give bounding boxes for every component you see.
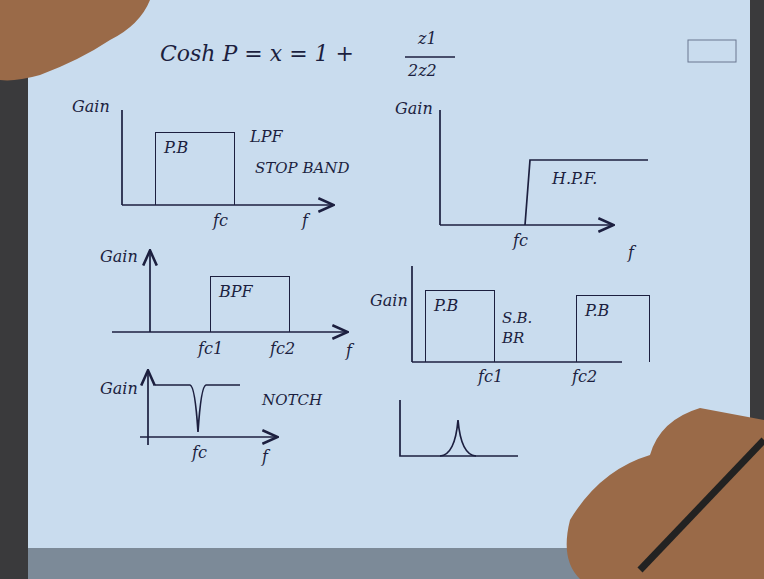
handwritten-label: Gain: [100, 248, 138, 266]
handwritten-label: H.P.F.: [552, 170, 597, 188]
pass-band-box: P.B: [155, 132, 235, 205]
handwritten-label: f: [346, 342, 352, 360]
axis: [147, 372, 149, 445]
handwritten-label: f: [302, 212, 308, 230]
handwritten-label: Gain: [72, 98, 110, 116]
hand: [567, 408, 764, 579]
axis: [140, 436, 276, 438]
axis: [400, 400, 518, 456]
handwritten-label: S.B.: [502, 310, 532, 327]
handwritten-label: STOP BAND: [255, 160, 349, 177]
handwritten-label: Gain: [370, 292, 408, 310]
handwritten-label: fc: [192, 444, 207, 462]
pen: [640, 440, 764, 570]
handwritten-label: 2z2: [408, 62, 437, 80]
handwritten-label: fc2: [270, 340, 295, 358]
pass-band-box: BPF: [210, 276, 290, 332]
handwritten-label: Gain: [100, 380, 138, 398]
hpf-response: [525, 160, 648, 225]
axis: [149, 252, 151, 332]
stamp-box: [688, 40, 736, 62]
band-label: BPF: [211, 277, 289, 307]
handwritten-label: fc2: [572, 368, 597, 386]
axis: [411, 266, 413, 362]
band-label: P.B: [156, 133, 234, 163]
handwritten-label: fc1: [198, 340, 223, 358]
notch-response: [155, 385, 240, 432]
handwritten-label: z1: [418, 30, 437, 48]
band-label: P.B: [426, 291, 494, 321]
handwritten-label: fc1: [478, 368, 503, 386]
axis: [112, 331, 346, 333]
handwritten-label: Cosh P = x = 1 +: [160, 42, 354, 66]
handwritten-label: BR: [502, 330, 524, 347]
handwritten-label: f: [628, 244, 634, 262]
band-label: P.B: [577, 296, 649, 326]
handwritten-label: Gain: [395, 100, 433, 118]
axis: [121, 110, 123, 205]
fraction-bar: [405, 56, 455, 58]
hand: [0, 0, 150, 80]
axis: [440, 224, 612, 226]
axis: [439, 110, 441, 225]
pass-band-box: P.B: [425, 290, 495, 362]
axis: [122, 204, 332, 206]
handwritten-label: fc: [513, 232, 528, 250]
handwritten-label: f: [262, 448, 268, 466]
handwritten-label: LPF: [250, 128, 283, 146]
peak-response: [440, 420, 476, 456]
handwritten-label: fc: [213, 212, 228, 230]
pass-band-box: P.B: [576, 295, 650, 362]
handwritten-label: NOTCH: [262, 392, 322, 409]
axis: [412, 361, 622, 363]
